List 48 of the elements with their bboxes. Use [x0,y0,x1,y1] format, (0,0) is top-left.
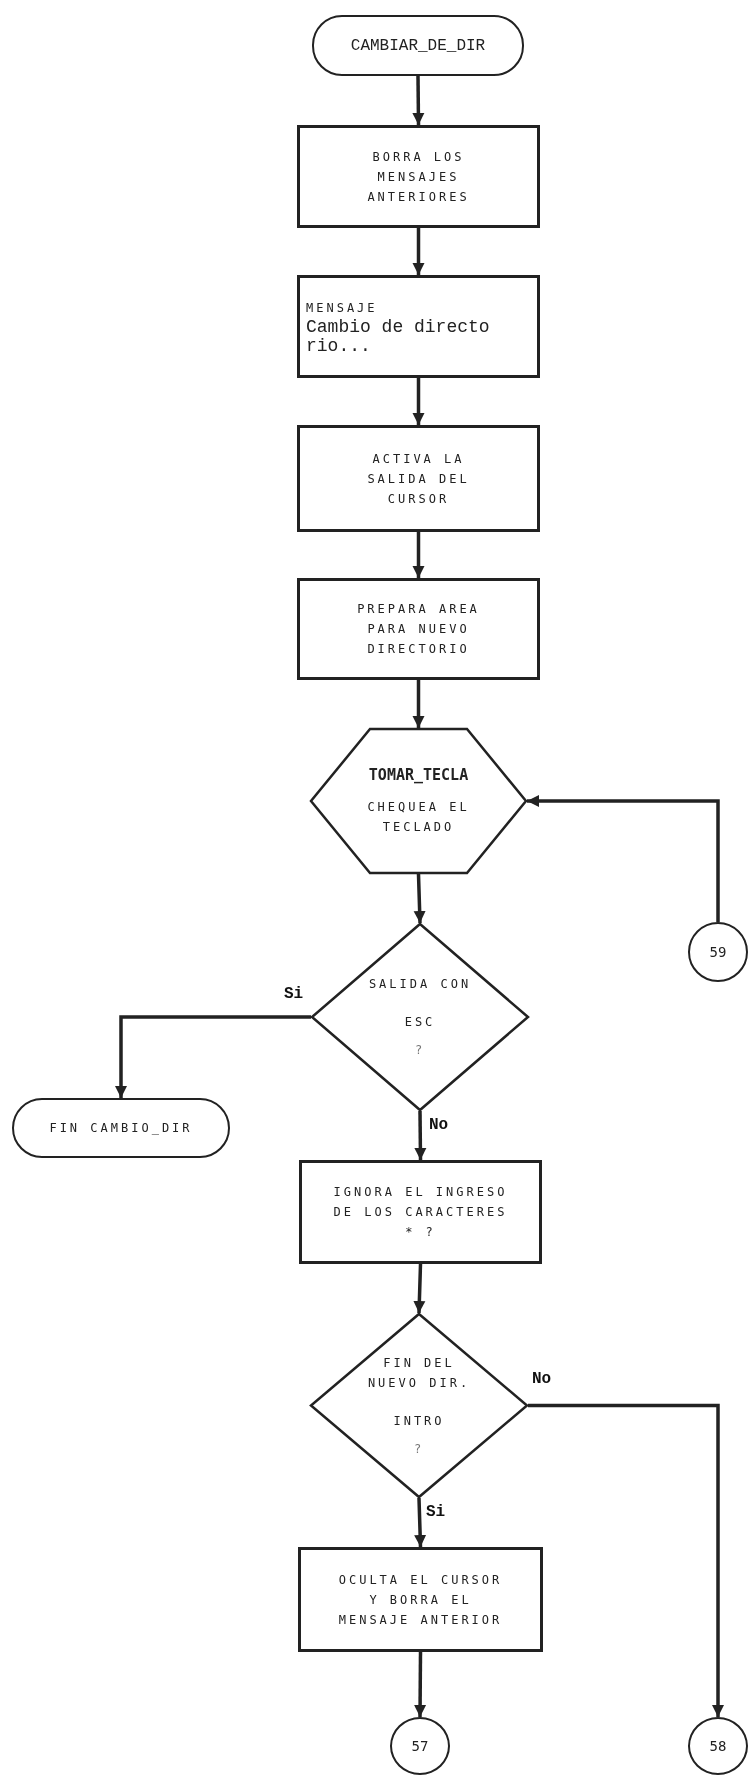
connector-circle [390,1717,450,1775]
node-text: 59 [709,943,727,962]
arrow [528,1403,724,1717]
node-text: PREPARA AREA PARA NUEVO DIRECTORIO [356,601,481,658]
node-text: ? [414,1042,426,1059]
arrow [527,795,720,922]
arrow [412,680,425,728]
node-text: SALIDA CON [368,976,472,993]
arrow [414,1652,427,1717]
process-box [299,1160,542,1264]
terminal-shape [312,15,524,76]
node-text: INTRO [393,1412,445,1430]
arrow [412,532,425,578]
node-text: BORRA LOS MENSAJES ANTERIORES [366,148,471,206]
node-text: OCULTA EL CURSOR Y BORRA EL MENSAJE ANTERIOR [337,1571,504,1629]
arrow [414,1497,427,1548]
decision-diamond [310,1313,528,1498]
node-text: ? [413,1440,425,1458]
preparation-hexagon [310,728,527,874]
connector-circle [688,922,748,982]
arrow [413,1263,426,1314]
node-text: IGNORA EL INGRESO DE LOS CARACTERES [332,1184,509,1221]
node-text: CAMBIAR_DE_DIR [350,35,486,56]
node-text: FIN CAMBIO_DIR [49,1120,193,1137]
arrow [412,76,425,125]
node-text: 57 [411,1737,429,1756]
process-box [297,275,540,378]
process-box [298,1547,543,1652]
decision-diamond [311,923,529,1111]
node-text: MENSAJE [306,299,378,317]
node-text: FIN DEL NUEVO DIR. [366,1354,472,1392]
node-text: TOMAR_TECLA [368,765,469,785]
connector-circle [688,1717,748,1775]
node-text: Cambio de directo rio... [306,317,491,356]
terminal-shape [12,1098,230,1158]
arrow [115,1015,311,1098]
arrow [414,1111,427,1160]
process-box [297,578,540,680]
arrow [413,873,426,924]
node-text: 58 [709,1737,727,1756]
arrow [412,378,425,425]
node-text: ACTIVA LA SALIDA DEL CURSOR [366,450,471,508]
arrow [412,228,425,275]
node-text: CHEQUEA EL TECLADO [366,799,471,836]
process-box [297,125,540,228]
process-box [297,425,540,532]
node-text: * ? [405,1224,436,1241]
node-text: ESC [404,1014,436,1031]
